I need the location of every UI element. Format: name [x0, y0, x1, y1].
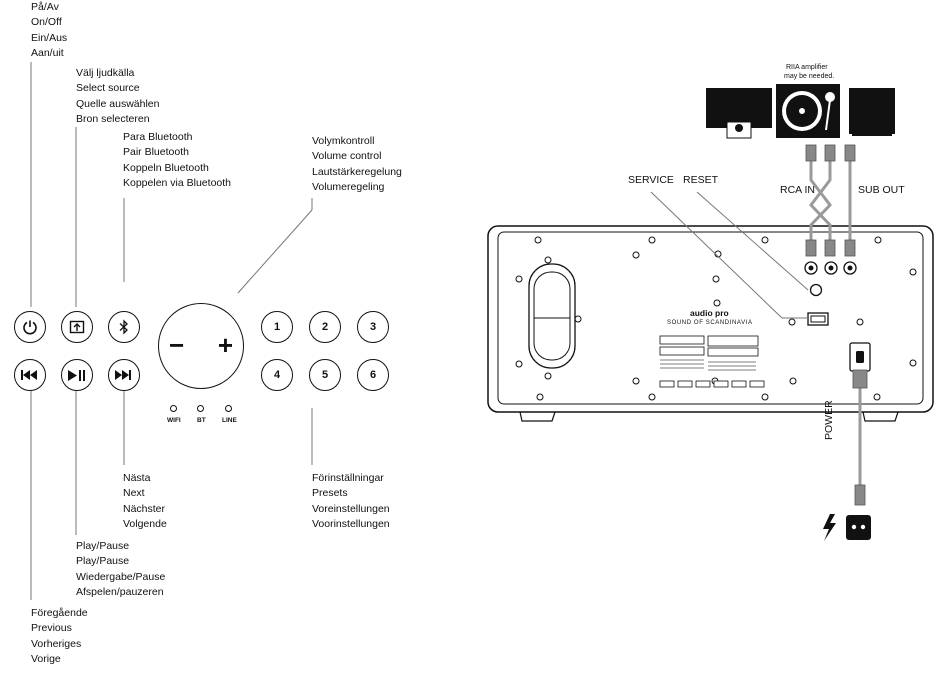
power-label: På/Av On/Off Ein/Aus Aan/uit	[31, 0, 67, 62]
sub-out-label: SUB OUT	[858, 184, 905, 196]
line-led-label: LINE	[222, 417, 237, 424]
next-label-nl: Volgende	[123, 518, 167, 531]
power-label-de: Ein/Aus	[31, 31, 68, 44]
next-label-sv: Nästa	[123, 472, 151, 484]
riaa-note-line-2: may be needed.	[784, 73, 835, 80]
playpause-label-sv: Play/Pause	[76, 540, 130, 552]
wall-socket-icon	[846, 515, 871, 540]
playpause-label-nl: Afspelen/pauzeren	[76, 586, 164, 599]
previous-label-sv: Föregående	[31, 607, 88, 619]
riaa-note-line-1: RIIA amplifier	[786, 64, 828, 71]
volume-label-de: Lautstärkeregelung	[312, 165, 402, 178]
volume-label-en: Volume control	[312, 150, 382, 163]
play-pause-button[interactable]	[61, 359, 93, 391]
presets-label-en: Presets	[312, 487, 348, 500]
previous-label-en: Previous	[31, 622, 72, 635]
preset-6-button[interactable]: 6	[357, 359, 389, 391]
previous-label-de: Vorheriges	[31, 637, 82, 650]
reset-label: RESET	[683, 174, 719, 186]
preset-4-button[interactable]: 4	[261, 359, 293, 391]
presets-label: Förinställningar Presets Voreinstellunge…	[312, 471, 390, 533]
next-label: Nästa Next Nächster Volgende	[123, 471, 167, 533]
playpause-label-de: Wiedergabe/Pause	[76, 570, 166, 583]
source-icon	[69, 320, 85, 334]
power-label-sv: På/Av	[31, 1, 59, 13]
bluetooth-label: Para Bluetooth Pair Bluetooth Koppeln Bl…	[123, 130, 231, 192]
bluetooth-label-nl: Koppelen via Bluetooth	[123, 177, 231, 190]
source-button[interactable]	[61, 311, 93, 343]
source-label-de: Quelle auswählen	[76, 97, 160, 110]
bluetooth-label-sv: Para Bluetooth	[123, 131, 193, 143]
playpause-label-en: Play/Pause	[76, 555, 130, 568]
volume-dial[interactable]: − +	[158, 303, 244, 389]
source-label: Välj ljudkälla Select source Quelle ausw…	[76, 66, 159, 128]
power-label-en: On/Off	[31, 16, 62, 29]
bt-led-label: BT	[197, 417, 206, 424]
line-led	[225, 405, 232, 412]
wifi-led-label: WIFI	[167, 417, 181, 424]
rca-in-label: RCA IN	[780, 184, 816, 196]
power-button[interactable]	[14, 311, 46, 343]
bluetooth-icon	[119, 319, 128, 335]
next-label-de: Nächster	[123, 502, 166, 515]
source-label-en: Select source	[76, 82, 140, 95]
play-pause-icon	[68, 369, 85, 381]
bluetooth-label-en: Pair Bluetooth	[123, 146, 189, 159]
presets-label-sv: Förinställningar	[312, 472, 384, 484]
source-label-nl: Bron selecteren	[76, 113, 150, 126]
preset-5-button[interactable]: 5	[309, 359, 341, 391]
preset-2-button[interactable]: 2	[309, 311, 341, 343]
previous-label-nl: Vorige	[31, 653, 61, 666]
next-button[interactable]	[108, 359, 140, 391]
volume-up-button[interactable]: +	[217, 330, 233, 360]
volume-down-button[interactable]: −	[169, 330, 185, 360]
power-cable-label: POWER	[823, 400, 835, 440]
bluetooth-button[interactable]	[108, 311, 140, 343]
preset-1-button[interactable]: 1	[261, 311, 293, 343]
bt-led	[197, 405, 204, 412]
next-label-en: Next	[123, 487, 145, 500]
volume-label-sv: Volymkontroll	[312, 135, 375, 147]
presets-label-nl: Voorinstellungen	[312, 518, 390, 531]
brand-logo: audio pro	[690, 308, 729, 318]
source-label-sv: Välj ljudkälla	[76, 67, 135, 79]
presets-label-de: Voreinstellungen	[312, 502, 390, 515]
volume-label-nl: Volumeregeling	[312, 181, 385, 194]
service-label: SERVICE	[628, 174, 674, 186]
brand-tagline: SOUND OF SCANDINAVIA	[667, 320, 753, 326]
power-label-nl: Aan/uit	[31, 47, 64, 60]
playpause-label: Play/Pause Play/Pause Wiedergabe/Pause A…	[76, 539, 165, 601]
previous-button[interactable]	[14, 359, 46, 391]
volume-label: Volymkontroll Volume control Lautstärker…	[312, 134, 402, 196]
previous-icon	[21, 370, 37, 380]
previous-label: Föregående Previous Vorheriges Vorige	[31, 606, 88, 668]
lightning-icon	[823, 514, 836, 541]
preset-3-button[interactable]: 3	[357, 311, 389, 343]
next-icon	[115, 370, 131, 380]
bluetooth-label-de: Koppeln Bluetooth	[123, 161, 209, 174]
power-icon	[23, 320, 37, 335]
wifi-led	[170, 405, 177, 412]
